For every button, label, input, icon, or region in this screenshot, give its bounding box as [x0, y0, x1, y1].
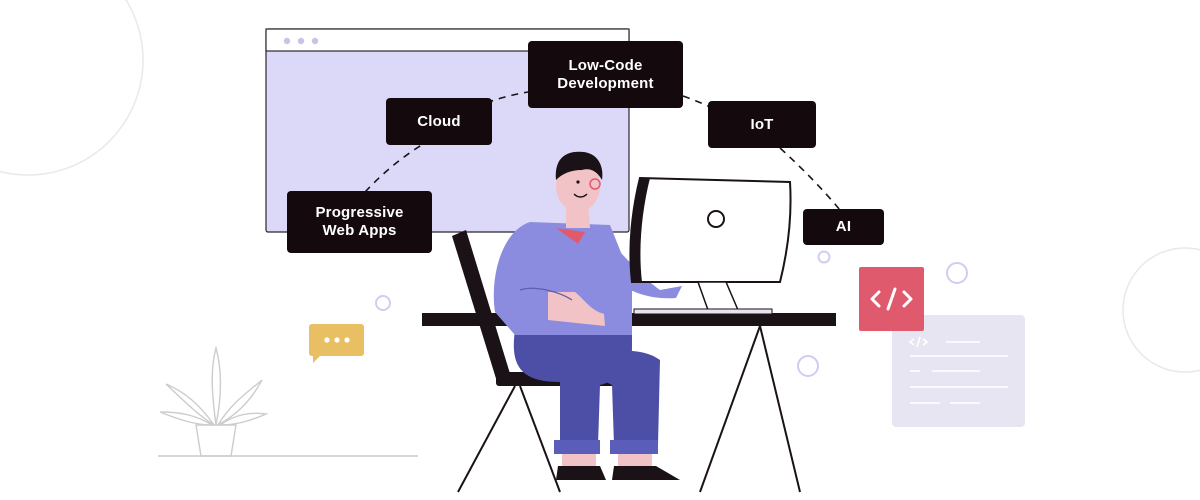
tag-label: Web Apps [322, 222, 397, 239]
potted-plant-icon [159, 345, 269, 457]
tag-label: IoT [750, 115, 774, 133]
tag-label: AI [835, 218, 852, 235]
background-circle-right [1122, 247, 1200, 373]
tag-label: Development [557, 74, 654, 92]
decor-ring [946, 262, 968, 284]
decor-ring [817, 250, 831, 264]
tag-progressive-web-apps: Progressive Web Apps [287, 191, 432, 253]
developer-person [493, 151, 682, 480]
computer-monitor [629, 176, 792, 315]
tag-label: Low-Code [568, 56, 643, 74]
tag-low-code-development: Low-Code Development [528, 41, 683, 108]
tag-ai: AI [803, 209, 884, 245]
code-brackets-icon [859, 267, 924, 331]
window-dots-icon [283, 37, 319, 45]
code-panel [892, 315, 1025, 427]
chat-bubble-icon [309, 324, 364, 363]
tag-iot: IoT [708, 101, 816, 148]
decor-ring [797, 355, 819, 377]
background-circle-left [0, 0, 144, 176]
tag-label: Progressive [315, 204, 404, 221]
decor-ring [375, 295, 391, 311]
tag-cloud: Cloud [386, 98, 492, 145]
tag-label: Cloud [417, 112, 461, 130]
dashed-connector-arc [364, 91, 841, 211]
